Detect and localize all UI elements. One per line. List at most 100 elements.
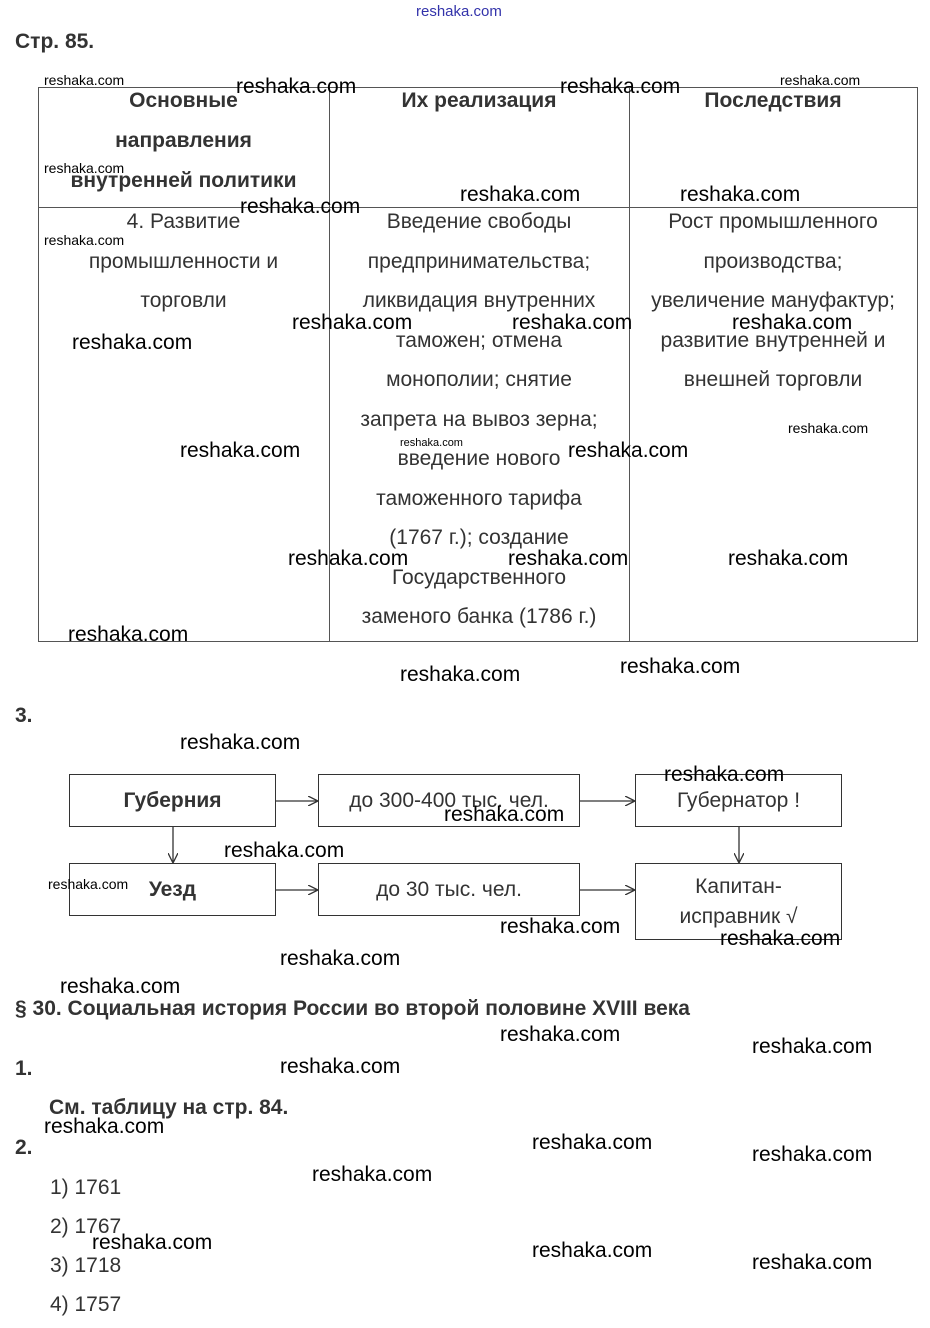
watermark: reshaka.com [532,1239,653,1262]
page-ref: Стр. 85. [15,30,95,53]
box-pop-uezd: до 30 тыс. чел. [318,863,580,916]
box-label: Губернатор ! [676,788,801,812]
cell-line: увеличение мануфактур; [651,289,895,312]
watermark: reshaka.com [92,1231,213,1254]
watermark: reshaka.com [460,183,581,206]
watermark: reshaka.com [292,311,413,334]
table-header-divider [38,207,918,208]
watermark: reshaka.com [500,915,621,938]
cell-line: развитие внутренней и [660,328,886,352]
cell-line: (1767 г.); создание [389,526,569,549]
box-uezd: Уезд [69,863,276,916]
watermark: reshaka.com [236,75,357,98]
table-divider-1 [329,87,330,642]
task2-number: 2. [15,1136,33,1159]
answer-item: 1) 1761 [50,1176,122,1199]
watermark: reshaka.com [44,160,125,176]
cell-line: монополии; снятие [386,368,572,391]
watermark: reshaka.com [500,1023,621,1046]
watermark: reshaka.com [68,623,189,646]
table-border-left [38,87,39,642]
watermark: reshaka.com [312,1163,433,1186]
watermark: reshaka.com [280,947,401,970]
watermark: reshaka.com [680,183,801,206]
watermark: reshaka.com [752,1035,873,1058]
table-border-bottom [38,641,918,642]
cell-line: Рост промышленного [668,210,878,233]
cell-line: торговли [140,289,227,312]
table-cell-consequences: Рост промышленного производства; увеличе… [629,202,917,400]
cell-line: таможен; отмена [395,328,563,352]
cell-line: введение нового [397,447,561,470]
watermark: reshaka.com [288,547,409,570]
answer-item: 2) 1767 [50,1215,122,1238]
table-header-col2: Их реализация [329,81,629,121]
watermark: reshaka.com [180,439,301,462]
watermark: reshaka.com [568,439,689,462]
watermark: reshaka.com [44,72,125,88]
watermark: reshaka.com [752,1143,873,1166]
table-border-top [38,87,918,88]
table-cell-direction: 4. Развитие промышленности и торговли [38,202,329,321]
watermark: reshaka.com [48,876,129,892]
task1-text: См. таблицу на стр. 84. [49,1096,289,1119]
box-label-line1: Капитан- [695,874,782,898]
watermark: reshaka.com [532,1131,653,1154]
cell-line: внешней торговли [683,368,863,391]
cell-line: заменого банка (1786 г.) [361,605,597,628]
cell-line: запрета на вывоз зерна; [360,407,598,431]
cell-line: таможенного тарифа [376,486,582,510]
top-watermark: reshaka.com [416,3,502,20]
table-divider-2 [629,87,630,642]
header-line: Последствия [704,89,842,112]
watermark: reshaka.com [240,195,361,218]
watermark: reshaka.com [280,1055,401,1078]
header-line: направления [115,129,252,152]
watermark: reshaka.com [560,75,681,98]
cell-line: промышленности и [88,249,279,273]
box-gubernator: Губернатор ! [635,774,842,827]
table-header-col1: Основные направления внутренней политики [38,81,329,201]
watermark: reshaka.com [444,803,565,826]
watermark: reshaka.com [180,731,301,754]
header-line: Основные [129,89,238,112]
watermark: reshaka.com [720,927,841,950]
cell-line: 4. Развитие [126,210,241,233]
watermark: reshaka.com [752,1251,873,1274]
box-label: до 30 тыс. чел. [376,877,522,901]
box-kapitan-ispravnik: Капитан- исправник √ [635,863,842,940]
watermark: reshaka.com [664,763,785,786]
policy-table: Основные направления внутренней политики… [38,87,918,642]
header-line: внутренней политики [70,169,297,192]
watermark: reshaka.com [60,975,181,998]
task1-number: 1. [15,1057,33,1080]
table-header-col3: Последствия [629,81,917,121]
watermark: reshaka.com [728,547,849,570]
watermark: reshaka.com [400,663,521,686]
section-title: § 30. Социальная история России во второ… [15,997,690,1020]
watermark: reshaka.com [224,839,345,862]
cell-line: производства; [703,249,843,273]
task3-number: 3. [15,704,33,727]
cell-line: предпринимательства; [367,249,591,273]
watermark: reshaka.com [780,72,861,88]
box-label: Уезд [148,877,197,901]
watermark: reshaka.com [400,437,463,449]
header-line: Их реализация [401,89,557,112]
watermark: reshaka.com [512,311,633,334]
watermark: reshaka.com [44,232,125,248]
answer-item: 4) 1757 [50,1293,122,1316]
answer-item: 3) 1718 [50,1254,122,1277]
cell-line: Государственного [391,565,567,589]
watermark: reshaka.com [508,547,629,570]
table-cell-implementation: Введение свободы предпринимательства; ли… [329,202,629,637]
table-border-right [917,87,918,642]
watermark: reshaka.com [620,655,741,678]
box-pop-guberniya: до 300-400 тыс. чел. [318,774,580,827]
box-label: до 300-400 тыс. чел. [349,788,549,812]
box-guberniya: Губерния [69,774,276,827]
cell-line: Введение свободы [386,210,572,233]
cell-line: ликвидация внутренних [362,289,596,312]
box-label: Губерния [123,788,222,812]
